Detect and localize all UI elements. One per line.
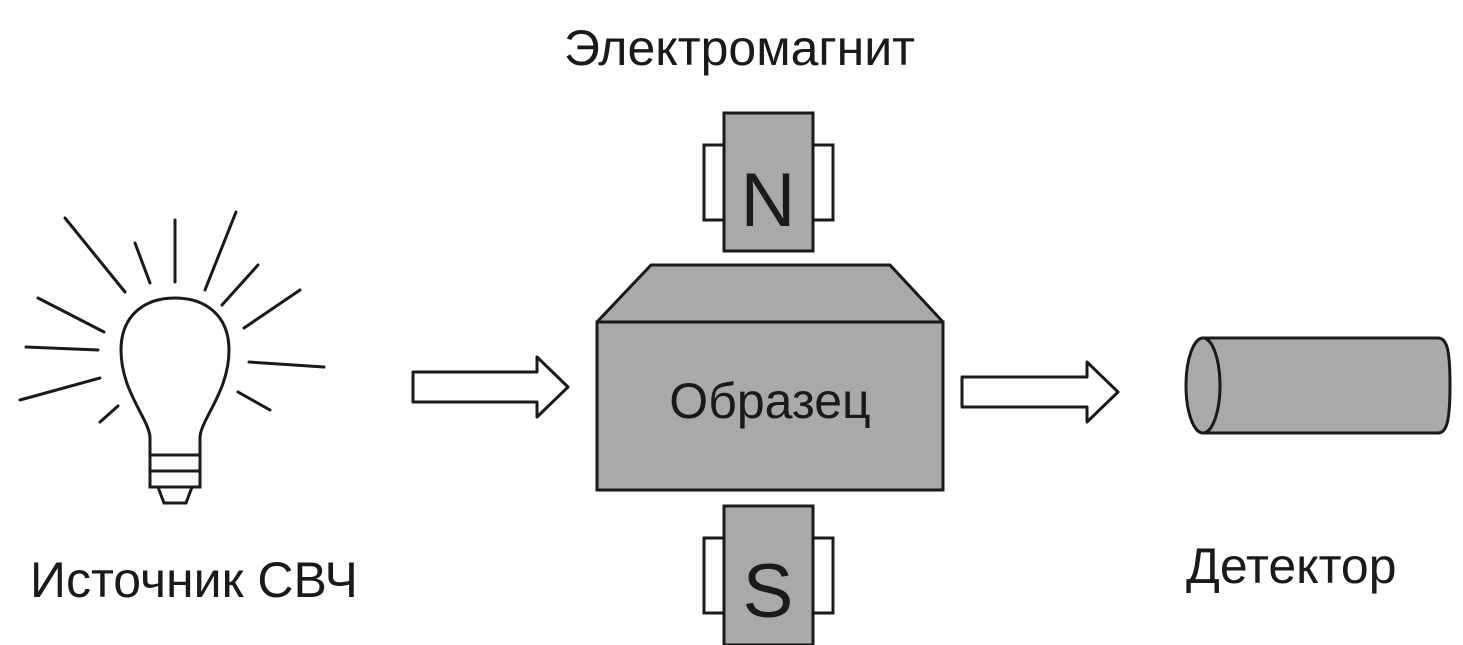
light-rays [18, 210, 326, 424]
detector-opening [1184, 336, 1222, 435]
electromagnet-label: Электромагнит [564, 20, 915, 76]
cylinder-icon [1201, 336, 1452, 435]
source-label: Источник СВЧ [30, 552, 358, 608]
coil-left-bottom [702, 536, 726, 615]
magnet-south-pole: S [702, 504, 835, 645]
sample-top-face [595, 263, 945, 324]
light-bulb-icon [119, 296, 231, 505]
coil-right-bottom [811, 536, 835, 615]
detector: Детектор [1184, 336, 1452, 594]
sample-box: Образец [595, 263, 945, 492]
pole-north-label: N [741, 158, 796, 243]
sample-label: Образец [669, 373, 870, 429]
coil-right-top [811, 143, 835, 222]
detector-label: Детектор [1186, 538, 1397, 594]
sample-front-face [595, 320, 945, 492]
pole-core-north [722, 111, 815, 253]
microwave-source: Источник СВЧ [18, 210, 358, 608]
magnet-north-pole: N [702, 111, 835, 253]
pole-core-south [722, 504, 815, 645]
coil-left-top [702, 143, 726, 222]
arrow-right-icon [411, 355, 570, 419]
arrow-right-icon [960, 360, 1120, 424]
pole-south-label: S [743, 549, 794, 634]
